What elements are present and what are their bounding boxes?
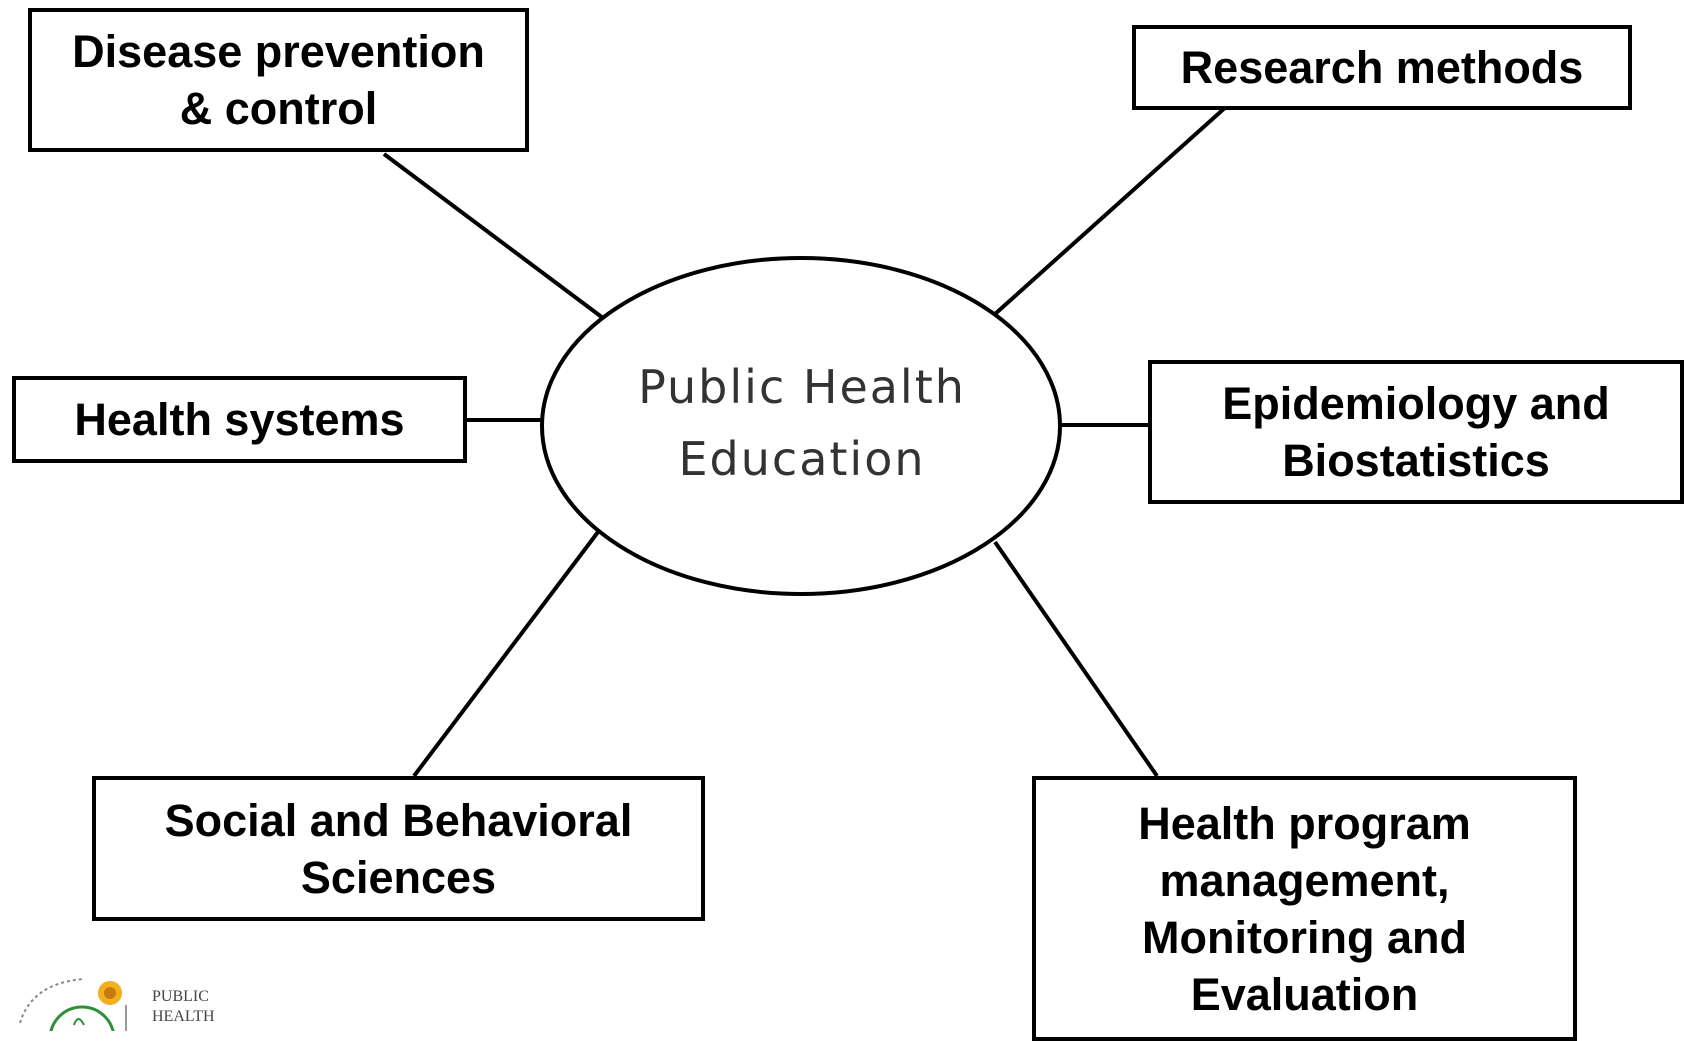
center-label-line1: Public Health xyxy=(638,360,966,414)
topic-label-line1: Social and Behavioral xyxy=(164,794,633,846)
topic-label-line1: Research methods xyxy=(1180,42,1584,93)
topic-box-health-program: Health program management, Monitoring an… xyxy=(1032,776,1577,1041)
topic-box-research-methods: Research methods xyxy=(1132,25,1632,110)
topic-box-epidemiology: Epidemiology and Biostatistics xyxy=(1148,360,1684,504)
topic-label-line2: & control xyxy=(179,83,378,134)
logo-line1: PUBLIC xyxy=(152,988,209,1005)
logo-wordmark: PUBLIC HEALTH xyxy=(152,987,215,1027)
connector-health-program xyxy=(993,540,1159,778)
topic-box-social-behavioral: Social and Behavioral Sciences xyxy=(92,776,705,921)
connector-research-methods xyxy=(993,104,1229,316)
center-node-public-health-education: Public Health Education xyxy=(542,258,1062,594)
topic-label-line1: Health systems xyxy=(74,394,405,445)
topic-box-disease-prevention: Disease prevention & control xyxy=(28,8,529,152)
center-ellipse xyxy=(540,256,1062,596)
topic-label-line2: Biostatistics xyxy=(1282,435,1550,486)
public-health-logo: PUBLIC HEALTH xyxy=(12,975,272,1031)
connector-disease-prevention xyxy=(382,152,605,320)
logo-line2: HEALTH xyxy=(152,1008,215,1025)
topic-label-line1: Epidemiology and xyxy=(1222,378,1610,429)
topic-box-health-systems: Health systems xyxy=(12,376,467,463)
center-label-line2: Education xyxy=(678,432,926,486)
topic-label-line1: Health program xyxy=(1138,797,1471,849)
topic-label-line4: Evaluation xyxy=(1190,968,1419,1020)
logo-emblem-icon xyxy=(19,978,127,1031)
topic-label-line1: Disease prevention xyxy=(72,26,485,77)
topic-label-line2: Sciences xyxy=(300,851,497,903)
topic-label-line3: Monitoring and xyxy=(1142,911,1467,963)
connector-social-behavioral xyxy=(412,526,603,778)
topic-label-line2: management, xyxy=(1159,854,1450,906)
